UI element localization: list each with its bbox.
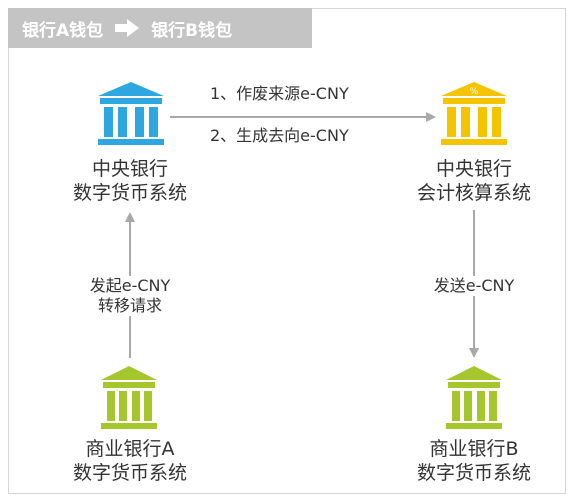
edge-label-initiate-line2: 转移请求 bbox=[97, 296, 162, 315]
header-to: 银行B钱包 bbox=[151, 20, 233, 41]
node-central-accounting: 中央银行 会计核算系统 bbox=[404, 157, 544, 205]
node-bank-a: 商业银行A 数字货币系统 bbox=[60, 437, 200, 485]
node-central-accounting-line2: 会计核算系统 bbox=[416, 182, 531, 204]
edge-label-generate-target: 2、生成去向e-CNY bbox=[210, 126, 349, 145]
bank-icon bbox=[446, 366, 502, 429]
bank-icon bbox=[98, 82, 164, 145]
bank-percent-icon: % bbox=[441, 82, 507, 145]
node-bank-a-line2: 数字货币系统 bbox=[72, 462, 187, 484]
header-from: 银行A钱包 bbox=[22, 20, 104, 41]
node-central-digital-line1: 中央银行 bbox=[91, 158, 168, 180]
edge-label-initiate: 发起e-CNY 转移请求 bbox=[75, 276, 185, 316]
node-central-digital-line2: 数字货币系统 bbox=[72, 182, 187, 204]
node-bank-b-line1: 商业银行B bbox=[429, 438, 519, 460]
edge-label-void-source: 1、作废来源e-CNY bbox=[210, 84, 349, 103]
node-central-digital: 中央银行 数字货币系统 bbox=[60, 157, 200, 205]
bank-icon bbox=[101, 366, 157, 429]
svg-text:%: % bbox=[470, 87, 479, 97]
node-bank-b: 商业银行B 数字货币系统 bbox=[404, 437, 544, 485]
node-bank-b-line2: 数字货币系统 bbox=[416, 462, 531, 484]
node-central-accounting-line1: 中央银行 bbox=[435, 158, 512, 180]
edge-label-initiate-line1: 发起e-CNY bbox=[89, 276, 171, 295]
right-arrow-icon bbox=[115, 19, 140, 37]
header-banner: 银行A钱包 银行B钱包 bbox=[8, 8, 312, 48]
node-bank-a-line1: 商业银行A bbox=[85, 438, 175, 460]
edge-label-send: 发送e-CNY bbox=[420, 276, 528, 296]
